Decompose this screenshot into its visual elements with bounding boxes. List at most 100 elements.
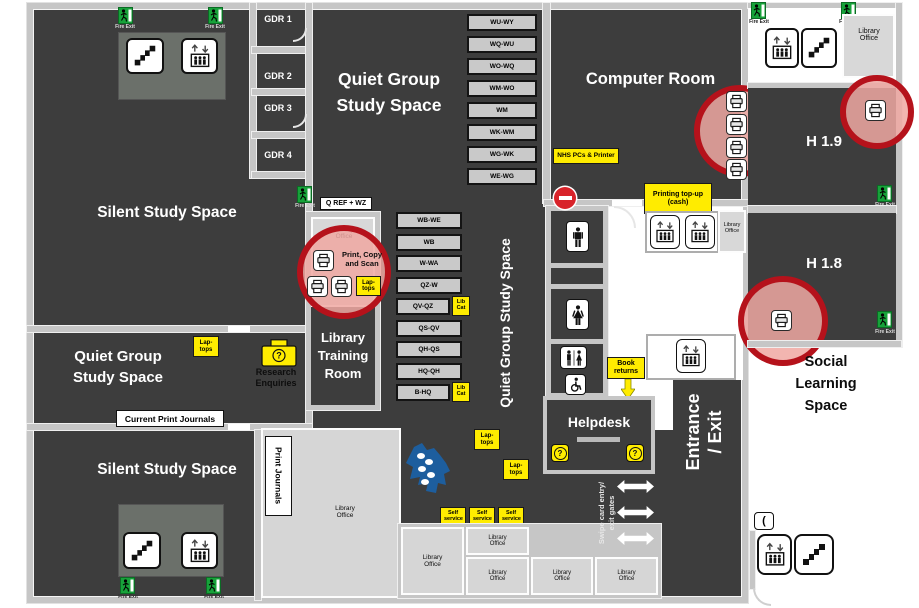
shelf-label: QZ-W bbox=[396, 277, 462, 294]
printer-icon bbox=[726, 91, 747, 112]
room-label-text: Library Office bbox=[335, 505, 355, 519]
enquiry-desk-icon: ? bbox=[261, 339, 297, 367]
sign-research-enquiries: Research Enquiries bbox=[255, 367, 297, 388]
gate-arrow-icon bbox=[617, 480, 654, 498]
fire-exit-icon bbox=[120, 577, 135, 599]
elevator-icon bbox=[685, 215, 715, 249]
fire-exit-label: Fire Exit bbox=[875, 329, 895, 335]
area-label-quiet-group-top: Quiet Group Study Space bbox=[336, 69, 442, 115]
shelf-label: WM bbox=[467, 102, 537, 119]
sign-self-service: Self service bbox=[469, 507, 495, 527]
fire-exit-icon bbox=[297, 186, 312, 208]
fire-exit-icon bbox=[206, 577, 221, 599]
phone-icon: ( bbox=[754, 512, 774, 530]
wall-gdr-4 bbox=[252, 172, 312, 178]
shelf-label: WE-WG bbox=[467, 168, 537, 185]
sign-self-service: Self service bbox=[498, 507, 524, 527]
room-label-helpdesk: Helpdesk bbox=[567, 414, 631, 430]
room-label-text: Library Office bbox=[488, 570, 507, 582]
book-returns-arrow-icon bbox=[620, 378, 636, 404]
entrance-line1: Entrance bbox=[683, 393, 703, 471]
room-label-gdr2: GDR 2 bbox=[264, 71, 292, 81]
wall-gdr-2 bbox=[252, 89, 312, 95]
door-gap-2 bbox=[228, 424, 250, 430]
sign-laptops: Lap-tops bbox=[503, 459, 529, 480]
sign-self-service-text: Self service bbox=[444, 510, 463, 522]
area-label-social-learning: Social Learning Space bbox=[795, 354, 857, 414]
gate-arrow-icon bbox=[617, 506, 654, 524]
fire-exit-label: Fire Exit bbox=[115, 24, 135, 30]
elevator-icon bbox=[757, 534, 792, 575]
printer-icon bbox=[726, 137, 747, 158]
printer-icon bbox=[726, 159, 747, 180]
room-label-text: Library Office bbox=[552, 570, 572, 582]
sign-laptops: Lap-tops bbox=[193, 336, 219, 357]
sign-print-journals: Print Journals bbox=[265, 436, 292, 516]
shelf-label: WB bbox=[396, 234, 462, 251]
wall-computer-left bbox=[543, 3, 550, 203]
wall-right-top bbox=[748, 3, 901, 8]
elevator-icon bbox=[676, 339, 706, 373]
entrance-line2: / Exit bbox=[705, 410, 725, 454]
sign-printing-topup-text: Printing top-up (cash) bbox=[652, 190, 704, 206]
wheelchair-icon bbox=[565, 374, 586, 395]
room-label-gdr3: GDR 3 bbox=[264, 103, 292, 113]
area-label-quiet-group-left: Quiet Group Study Space bbox=[72, 348, 164, 386]
printer-icon bbox=[307, 276, 328, 297]
shelf-label: WO-WQ bbox=[467, 58, 537, 75]
area-label-quiet-group-vertical: Quiet Group Study Space bbox=[497, 238, 513, 408]
door-gap-corridor bbox=[612, 200, 642, 206]
fire-exit-icon bbox=[118, 7, 133, 29]
room-label-library-office: Library Office bbox=[718, 222, 746, 234]
fire-exit-label: Fire Exit bbox=[875, 202, 895, 208]
sign-print-copy-scan: Print, Copy and Scan bbox=[341, 250, 382, 268]
sign-lib-cat: Lib Cat bbox=[452, 382, 470, 402]
area-label-computer-room: Computer Room bbox=[585, 70, 716, 88]
shelf-label: QH-QS bbox=[396, 341, 462, 358]
room-utility bbox=[551, 268, 603, 284]
door-gap-1 bbox=[228, 326, 250, 332]
sign-book-returns-text: Book returns bbox=[613, 360, 639, 375]
gate-arrow-icon bbox=[617, 532, 654, 550]
room-label-h18: H 1.8 bbox=[806, 255, 842, 272]
room-library-office: Library Office bbox=[466, 527, 529, 555]
wall-gdr-3 bbox=[252, 132, 312, 138]
wall-bottomleft-vertical bbox=[255, 430, 261, 600]
swipe-line1: Swipe card entry/ bbox=[597, 481, 606, 545]
sign-book-returns: Book returns bbox=[607, 357, 645, 379]
room-label-text: Library Office bbox=[422, 554, 443, 568]
printer-icon bbox=[865, 100, 886, 121]
shelf-label: QS-QV bbox=[396, 320, 462, 337]
svg-text:?: ? bbox=[276, 351, 282, 361]
sign-printing-topup: Printing top-up (cash) bbox=[644, 183, 712, 214]
stairs-icon bbox=[126, 38, 164, 74]
sign-current-print-journals: Current Print Journals bbox=[116, 410, 224, 427]
room-label-text: Library Office bbox=[723, 222, 741, 234]
printer-icon bbox=[726, 114, 747, 135]
helpdesk-question-icon: ? bbox=[551, 444, 569, 462]
wall-quiet-silent2 bbox=[27, 424, 312, 430]
sign-lib-cat-text: Lib Cat bbox=[456, 385, 466, 397]
wall-silent-quiet bbox=[27, 326, 312, 332]
room-label-text: Library Office bbox=[858, 28, 880, 42]
printer-zone-print-copy-scan bbox=[297, 225, 391, 319]
shelf-label: WQ-WU bbox=[467, 36, 537, 53]
stairs-icon bbox=[794, 534, 834, 575]
unisex-toilet-icon bbox=[560, 346, 587, 369]
wall-gdr-1 bbox=[252, 47, 312, 53]
blue-cow-statue bbox=[400, 441, 454, 499]
fire-exit-icon bbox=[877, 185, 892, 207]
fire-exit-label: Fire Exit bbox=[749, 19, 769, 25]
helpdesk-question-icon: ? bbox=[626, 444, 644, 462]
sign-lib-cat: Lib Cat bbox=[452, 296, 470, 316]
shelf-label: QV-QZ bbox=[396, 298, 450, 315]
stairs-icon bbox=[801, 28, 837, 68]
stairs-icon bbox=[123, 532, 161, 569]
area-label-silent-study-top: Silent Study Space bbox=[97, 204, 237, 221]
sign-self-service-text: Self service bbox=[473, 510, 492, 522]
wall-stair-core bbox=[750, 531, 755, 589]
sign-laptops: Lap-tops bbox=[474, 429, 500, 450]
printer-icon bbox=[331, 276, 352, 297]
sign-nhs-pcs: NHS PCs & Printer bbox=[553, 148, 619, 164]
shelf-label: WB-WE bbox=[396, 212, 462, 229]
